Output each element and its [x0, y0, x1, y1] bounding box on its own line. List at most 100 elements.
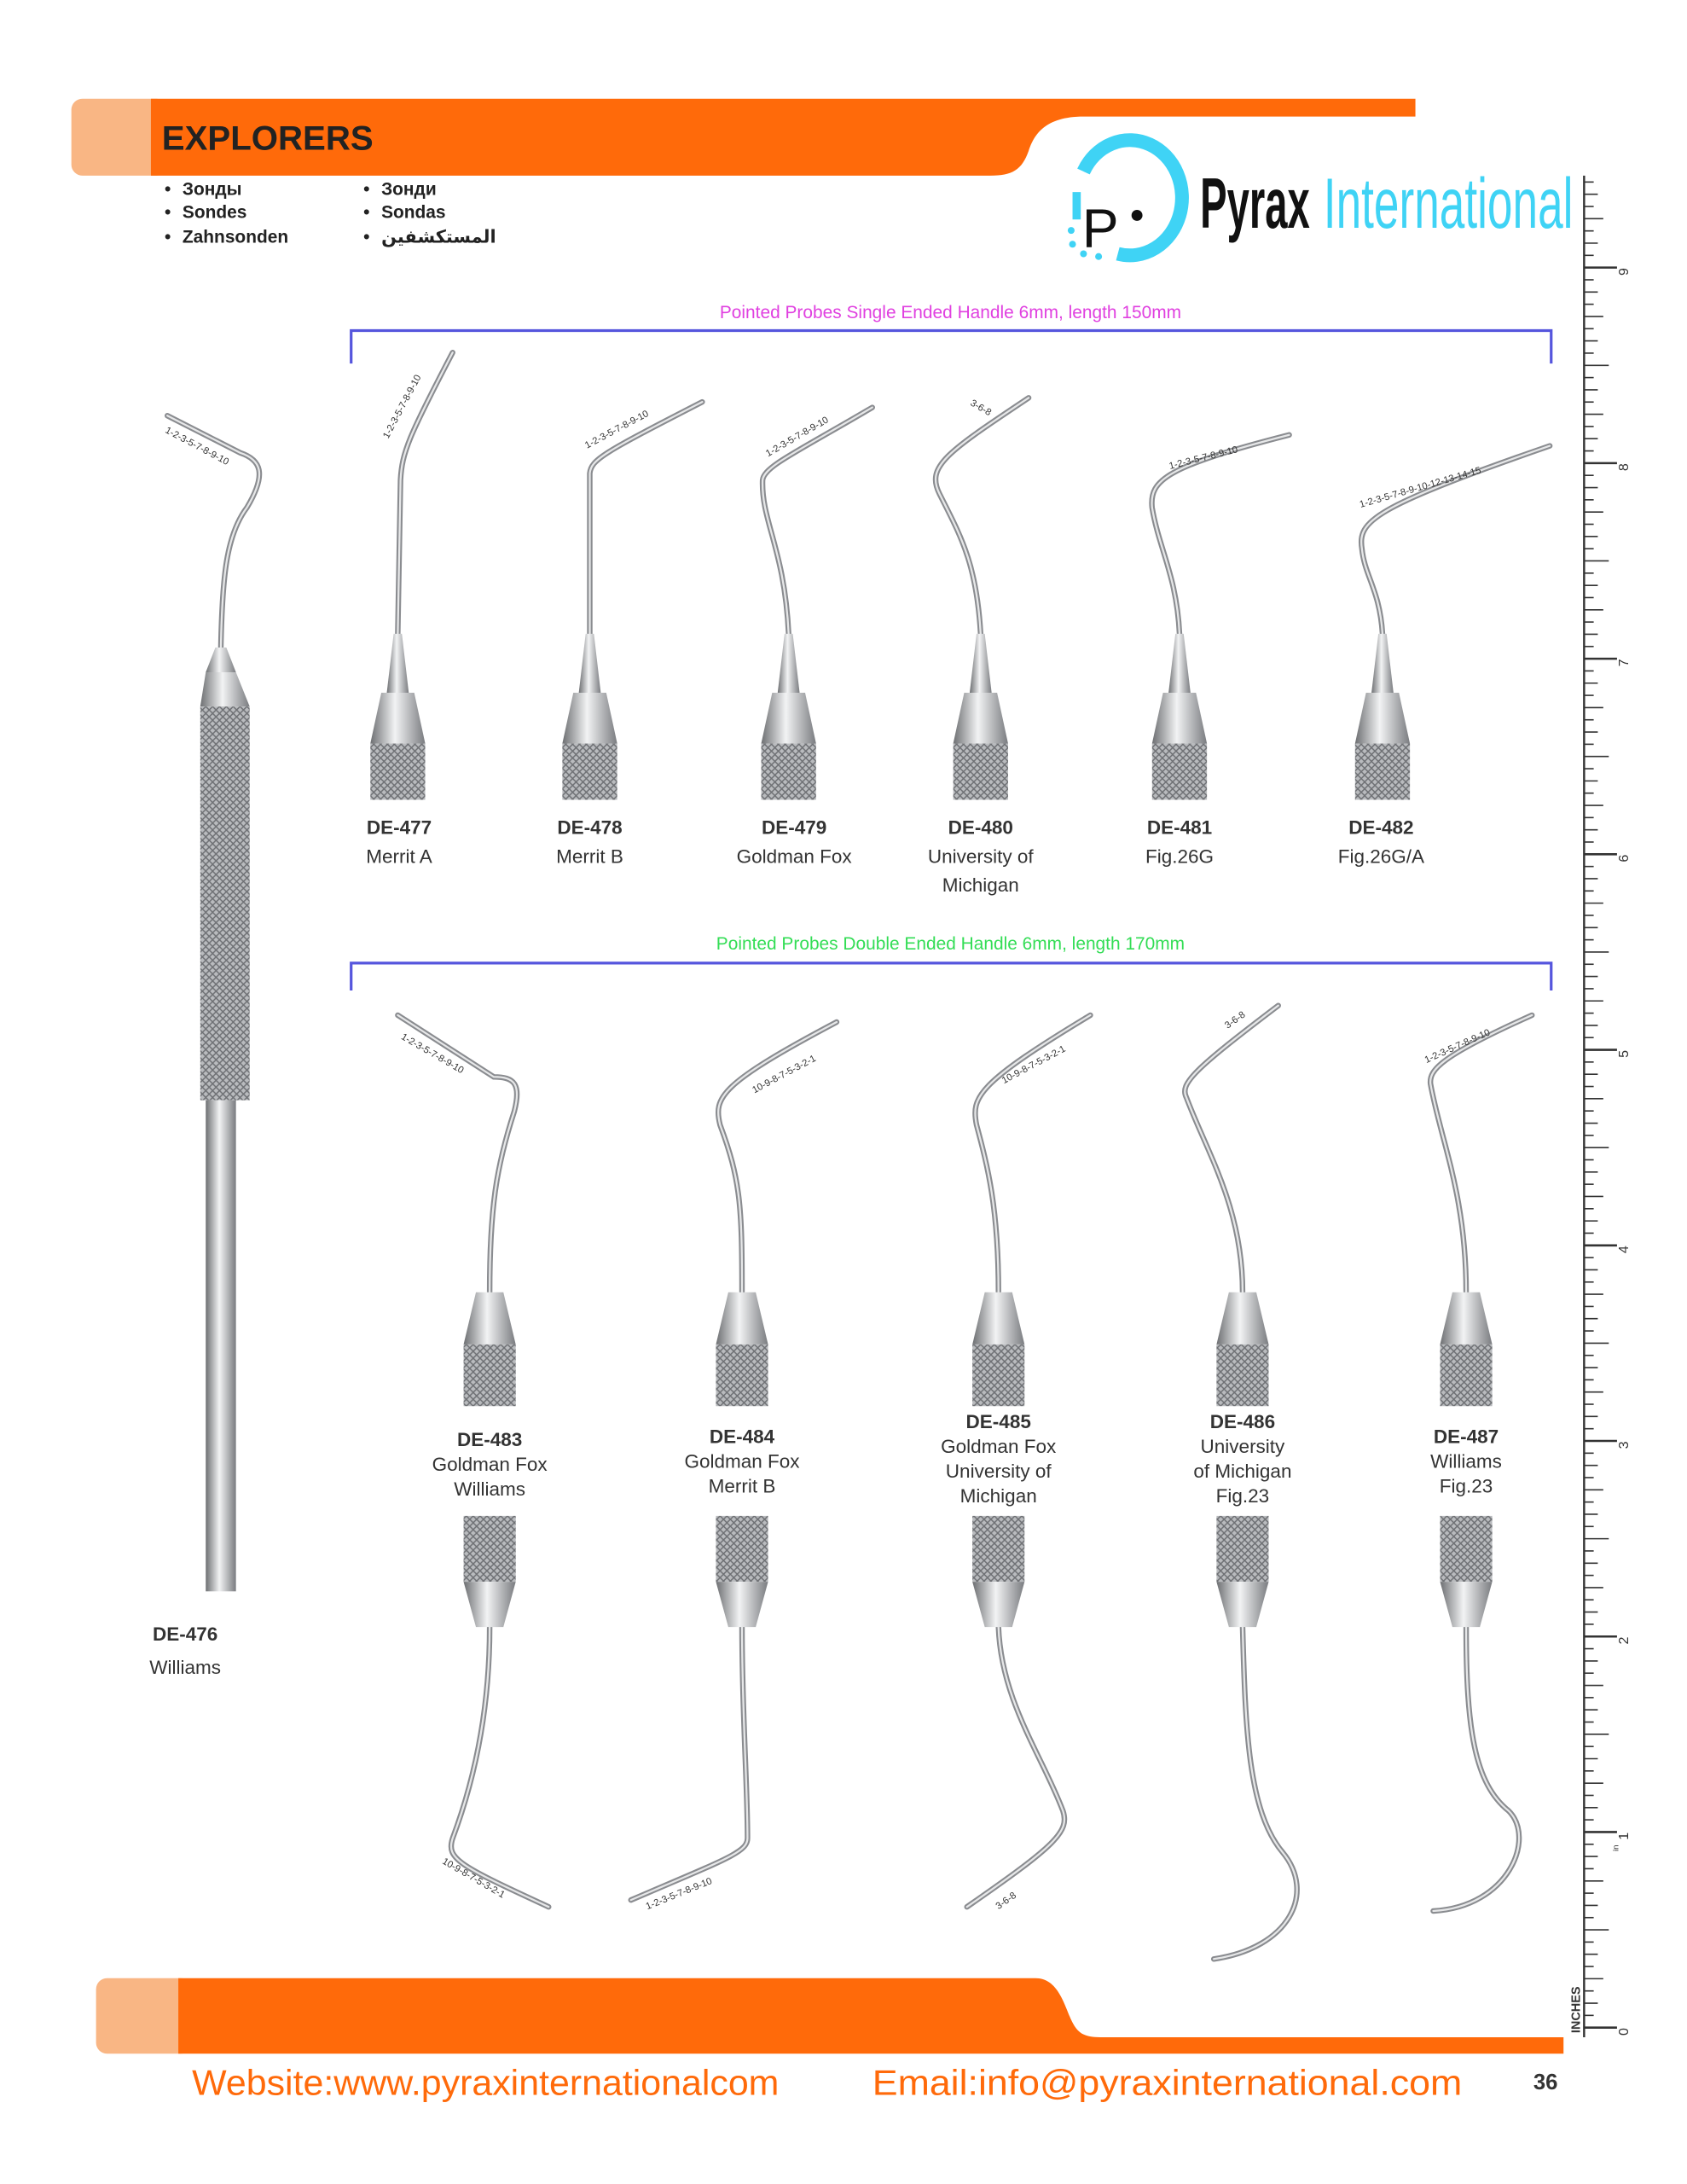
instrument-taper	[578, 633, 601, 694]
instrument-ferrule-bottom	[972, 1582, 1025, 1628]
ruler-number: 7	[1616, 659, 1632, 666]
ruler-number: 1	[1616, 1833, 1632, 1840]
instrument-handle-knurled-bottom	[1440, 1515, 1493, 1583]
product-name-line: Fig.26G/A	[1338, 845, 1424, 867]
instrument-handle-knurled-bottom	[1216, 1515, 1269, 1583]
ruler-unit-suffix: in	[1612, 1844, 1621, 1851]
instrument-shank	[395, 1012, 520, 1295]
translation-bullet: •	[165, 228, 171, 247]
product-name-line: Goldman Fox	[941, 1436, 1057, 1457]
logo-mark-icon: P	[1067, 133, 1189, 263]
header-bar	[150, 98, 1416, 176]
header-accent	[71, 98, 168, 176]
logo-letter: P	[1082, 197, 1119, 258]
product-name-line: Williams	[454, 1478, 525, 1500]
instrument-shank-highlight	[1151, 433, 1290, 636]
section-bracket	[350, 961, 1553, 991]
translation-item: Zahnsonden	[183, 228, 288, 247]
tip-markings: 3-6-8	[968, 398, 993, 419]
instrument-handle-knurled	[953, 743, 1008, 800]
product-code: DE-479	[762, 817, 826, 839]
product-name-line: Goldman Fox	[684, 1451, 800, 1472]
instrument-ferrule	[562, 693, 617, 744]
brand-name-international: International	[1324, 163, 1574, 243]
instrument-shank-highlight	[629, 1626, 749, 1902]
tip-markings: 10-9-8-7-5-3-2-1	[440, 1856, 506, 1901]
instrument-shank-highlight	[1360, 444, 1551, 636]
translations-left: • Зонды • Sondes • Zahnsonden	[165, 179, 288, 247]
instrument-ferrule	[1354, 693, 1411, 744]
product-name-line: Fig.23	[1216, 1485, 1270, 1507]
product-code: DE-477	[367, 817, 432, 839]
instrument-ferrule-top	[716, 1292, 768, 1345]
translations: • Зонды • Sondes • Zahnsonden • Зонди • …	[165, 179, 496, 247]
ruler-unit-label: INCHES	[1570, 1986, 1584, 2033]
instrument-handle-knurled-bottom	[716, 1515, 768, 1583]
translation-item: Sondas	[381, 203, 445, 223]
ruler-number: 3	[1616, 1441, 1632, 1449]
product-name-line: Merrit B	[709, 1476, 776, 1497]
product-code: DE-481	[1147, 817, 1212, 839]
instrument-shank-highlight	[449, 1626, 550, 1908]
page-title: EXPLORERS	[162, 119, 374, 157]
instrument-shank-highlight	[397, 1014, 519, 1293]
translation-bullet: •	[165, 179, 171, 199]
instrument-shank-highlight	[934, 397, 1030, 636]
instrument-taper	[777, 633, 800, 694]
section-title: Pointed Probes Single Ended Handle 6mm, …	[720, 303, 1181, 322]
instrument-shank-highlight	[974, 1014, 1092, 1293]
instrument-shank-highlight	[965, 1626, 1066, 1908]
product-code: DE-482	[1348, 817, 1413, 839]
tip-markings: 1-2-3-5-7-8-9-10	[1168, 444, 1239, 472]
instrument-shank-highlight	[1213, 1626, 1298, 1960]
section-title: Pointed Probes Double Ended Handle 6mm, …	[716, 934, 1185, 954]
instrument-de476: 1-2-3-5-7-8-9-10	[164, 413, 263, 1592]
product-name-line: University	[1201, 1436, 1286, 1457]
translation-bullet: •	[363, 179, 369, 199]
instrument-taper	[206, 647, 236, 672]
tip-markings: 1-2-3-5-7-8-9-10	[381, 373, 423, 440]
instrument-taper	[386, 633, 409, 694]
instrument-ferrule	[370, 693, 426, 744]
section-single-ended: Pointed Probes Single Ended Handle 6mm, …	[350, 303, 1553, 364]
instrument-shank-highlight	[166, 415, 261, 649]
instrument-shank-highlight	[588, 401, 704, 636]
instrument-de482: 1-2-3-5-7-8-9-10-12-13-14-15	[1354, 443, 1553, 800]
instrument-ferrule-top	[972, 1292, 1025, 1345]
tip-markings: 10-9-8-7-5-3-2-1	[751, 1054, 818, 1095]
tip-markings: 1-2-3-5-7-8-9-10-12-13-14-15	[1359, 466, 1482, 510]
header-band: EXPLORERS	[71, 98, 1416, 176]
instrument-de481: 1-2-3-5-7-8-9-10	[1149, 432, 1292, 800]
instrument-ferrule-bottom	[1216, 1582, 1269, 1628]
product-name-line: of Michigan	[1193, 1461, 1291, 1482]
instrument-ferrule-top	[1216, 1292, 1269, 1345]
product-code: DE-476	[153, 1623, 217, 1645]
product-name-line: Fig.23	[1440, 1476, 1493, 1497]
instrument-ferrule-bottom	[463, 1582, 516, 1628]
brand-name-pyrax: Pyrax	[1200, 163, 1310, 243]
footer-website-link[interactable]: Website:www.pyraxinternationalcom	[192, 2062, 779, 2102]
translation-item: المستكشفين	[381, 228, 496, 247]
instrument-ferrule	[953, 693, 1008, 744]
product-code: DE-484	[710, 1426, 775, 1448]
instrument-de477: 1-2-3-5-7-8-9-10	[370, 350, 455, 800]
instrument-ferrule	[1151, 693, 1208, 744]
instrument-shank	[972, 1012, 1093, 1295]
instrument-handle-knurled-bottom	[463, 1515, 516, 1583]
instrument-taper	[1168, 633, 1191, 694]
footer-email-link[interactable]: Email:info@pyraxinternational.com	[872, 2062, 1462, 2102]
product-name-line: Michigan	[960, 1485, 1037, 1507]
instrument-ferrule-bottom	[716, 1582, 768, 1628]
product-name-line: Williams	[149, 1657, 221, 1678]
product-code: DE-483	[457, 1429, 522, 1450]
translation-bullet: •	[363, 203, 369, 223]
